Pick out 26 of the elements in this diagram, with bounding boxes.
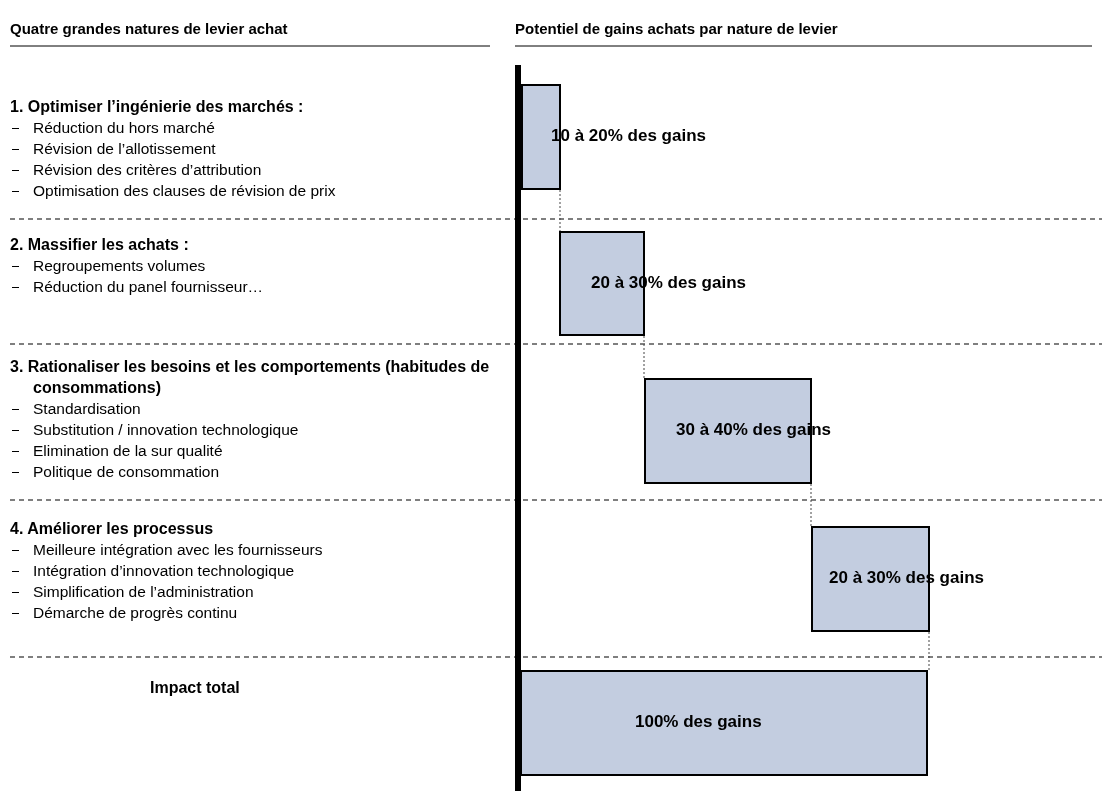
lever-item: Réduction du hors marché xyxy=(33,118,215,138)
lever-item: Révision de l’allotissement xyxy=(33,139,216,159)
connector-line xyxy=(643,335,645,379)
lever-item: Substitution / innovation technologique xyxy=(33,420,299,440)
lever-item: Meilleure intégration avec les fournisseurs xyxy=(33,540,323,560)
lever-item: Elimination de la sur qualité xyxy=(33,441,223,461)
lever-item: Politique de consommation xyxy=(33,462,220,482)
lever-heading: 1. Optimiser l’ingénierie des marchés : xyxy=(10,97,305,117)
connector-line xyxy=(559,189,561,232)
column-heading: Quatre grandes natures de levier achat xyxy=(10,20,288,37)
lever-item: Standardisation xyxy=(33,399,141,419)
total-label: Impact total xyxy=(150,678,240,698)
lever-item: Intégration d’innovation technologique xyxy=(33,561,295,581)
lever-item: Simplification de l’administration xyxy=(33,582,254,602)
value-label: 100% des gains xyxy=(635,712,762,732)
column-heading: Potentiel de gains achats par nature de levier xyxy=(515,20,838,37)
lever-item: Optimisation des clauses de révision de prix xyxy=(33,181,336,201)
connector-line xyxy=(928,631,930,671)
lever-heading: 3. Rationaliser les besoins et les comportements (habitudes de consommations) xyxy=(10,357,491,398)
lever-heading: 2. Massifier les achats : xyxy=(10,235,190,255)
connector-line xyxy=(810,483,812,527)
lever-item: Regroupements volumes xyxy=(33,256,206,276)
lever-item: Démarche de progrès continu xyxy=(33,603,238,623)
lever-item: Révision des critères d’attribution xyxy=(33,160,262,180)
lever-heading: 4. Améliorer les processus xyxy=(10,519,215,539)
lever-item: Réduction du panel fournisseur… xyxy=(33,277,264,297)
